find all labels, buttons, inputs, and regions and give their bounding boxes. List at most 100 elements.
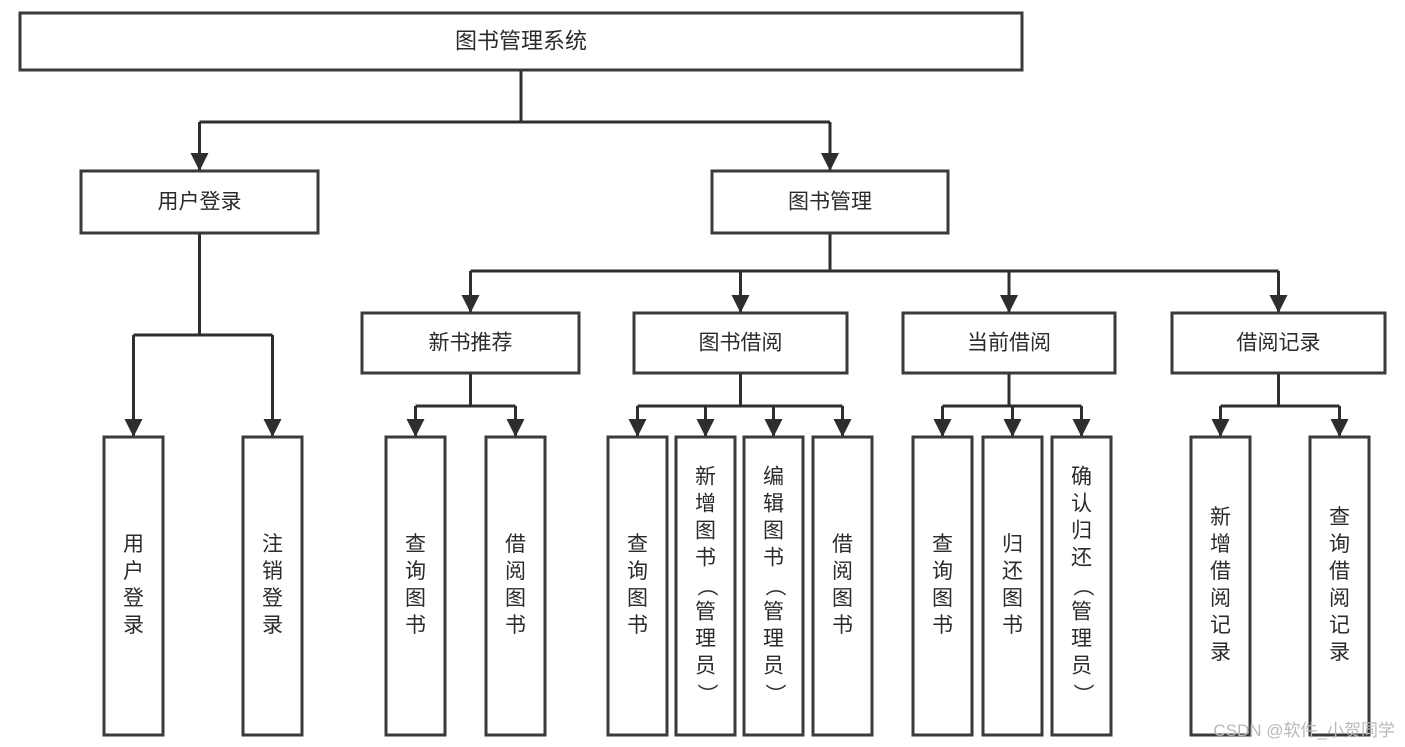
svg-text:）: ） — [1071, 684, 1094, 705]
node-label: 借阅记录 — [1237, 332, 1321, 355]
node-rect — [911, 435, 974, 737]
svg-text:书: 书 — [932, 614, 953, 637]
svg-text:）: ） — [695, 684, 718, 705]
node-book-management[interactable]: 图书管理 — [710, 169, 950, 235]
node-leaf-user-login[interactable]: 用户登录 — [102, 435, 165, 737]
svg-text:还: 还 — [1002, 560, 1023, 583]
svg-text:管: 管 — [1071, 601, 1092, 624]
edges-from-book-borrow — [628, 373, 852, 437]
arrow-head-icon — [1003, 419, 1022, 437]
node-rect — [901, 311, 1117, 375]
svg-text:书: 书 — [695, 547, 716, 570]
edges-from-current-borrow — [933, 373, 1091, 437]
svg-text:询: 询 — [932, 560, 953, 583]
edges-from-book-management — [461, 233, 1288, 313]
node-rect — [1189, 435, 1252, 737]
arrow-head-icon — [263, 419, 282, 437]
node-rect — [1170, 311, 1387, 375]
node-rect — [811, 435, 874, 737]
node-rect — [674, 435, 737, 737]
node-root[interactable]: 图书管理系统 — [18, 11, 1024, 72]
svg-text:理: 理 — [763, 628, 784, 651]
svg-text:新: 新 — [695, 466, 716, 489]
arrow-head-icon — [124, 419, 143, 437]
svg-text:归: 归 — [1071, 520, 1092, 543]
node-rect — [1308, 435, 1371, 737]
node-label: 图书管理 — [788, 191, 872, 214]
arrow-head-icon — [1000, 295, 1018, 313]
arrow-head-icon — [628, 419, 647, 437]
node-rect — [360, 311, 581, 375]
node-book-borrow[interactable]: 图书借阅 — [632, 311, 849, 375]
edges-from-new-book-recommend — [406, 373, 525, 437]
arrow-head-icon — [696, 419, 715, 437]
svg-text:图: 图 — [763, 520, 784, 543]
svg-text:书: 书 — [1002, 614, 1023, 637]
svg-text:（: （ — [695, 576, 718, 597]
node-rect — [710, 169, 950, 235]
svg-text:记: 记 — [1210, 614, 1231, 637]
svg-text:员: 员 — [1071, 655, 1092, 678]
svg-text:归: 归 — [1002, 533, 1023, 556]
svg-text:图: 图 — [932, 587, 953, 610]
edges-from-borrow-record — [1211, 373, 1349, 437]
node-rect — [742, 435, 805, 737]
svg-text:）: ） — [763, 684, 786, 705]
arrow-head-icon — [1072, 419, 1091, 437]
svg-text:管: 管 — [695, 601, 716, 624]
svg-text:录: 录 — [123, 614, 144, 637]
arrow-head-icon — [506, 419, 525, 437]
svg-text:管: 管 — [763, 601, 784, 624]
svg-text:理: 理 — [695, 628, 716, 651]
node-borrow-record[interactable]: 借阅记录 — [1170, 311, 1387, 375]
svg-text:阅: 阅 — [505, 560, 526, 583]
node-current-borrow[interactable]: 当前借阅 — [901, 311, 1117, 375]
svg-text:书: 书 — [832, 614, 853, 637]
svg-text:员: 员 — [695, 655, 716, 678]
svg-text:图: 图 — [505, 587, 526, 610]
svg-text:阅: 阅 — [832, 560, 853, 583]
svg-text:图: 图 — [832, 587, 853, 610]
node-rect — [606, 435, 669, 737]
svg-text:书: 书 — [405, 614, 426, 637]
node-label: 图书借阅 — [699, 332, 783, 355]
arrow-head-icon — [406, 419, 425, 437]
arrow-head-icon — [1211, 419, 1230, 437]
arrow-head-icon — [833, 419, 852, 437]
svg-text:书: 书 — [627, 614, 648, 637]
svg-text:录: 录 — [1329, 641, 1350, 664]
node-label: 用户登录 — [158, 191, 242, 214]
node-new-book-recommend[interactable]: 新书推荐 — [360, 311, 581, 375]
svg-text:新: 新 — [1210, 506, 1231, 529]
svg-text:编: 编 — [763, 466, 784, 489]
node-rect — [18, 11, 1024, 72]
node-layer: 图书管理系统用户登录图书管理新书推荐图书借阅当前借阅借阅记录用户登录注销登录查询… — [18, 11, 1387, 737]
svg-text:图: 图 — [1002, 587, 1023, 610]
node-user-login[interactable]: 用户登录 — [79, 169, 320, 235]
arrow-head-icon — [1269, 295, 1288, 313]
svg-text:查: 查 — [932, 533, 953, 556]
svg-text:书: 书 — [763, 547, 784, 570]
node-label: 图书管理系统 — [455, 28, 587, 53]
svg-text:询: 询 — [405, 560, 426, 583]
svg-text:认: 认 — [1071, 493, 1092, 516]
svg-text:询: 询 — [627, 560, 648, 583]
